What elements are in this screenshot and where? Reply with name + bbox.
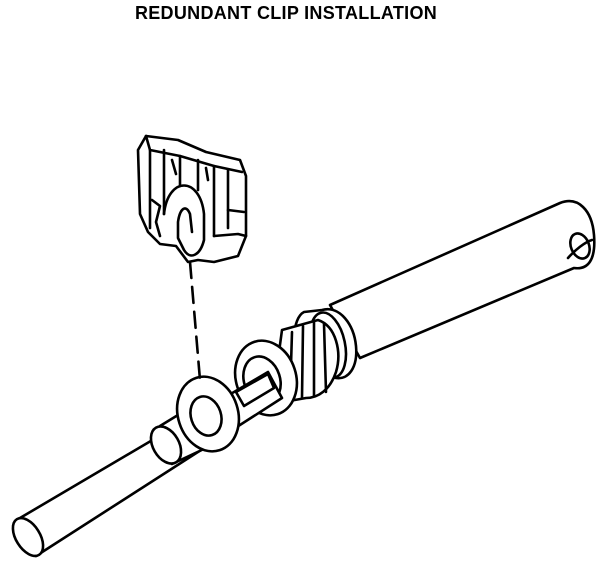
spacer-washer [175,375,241,453]
redundant-clip [136,134,248,264]
install-guide-line [188,260,202,382]
hose [328,200,596,360]
diagram-title: REDUNDANT CLIP INSTALLATION [134,3,438,23]
coupling-stem [234,372,276,408]
